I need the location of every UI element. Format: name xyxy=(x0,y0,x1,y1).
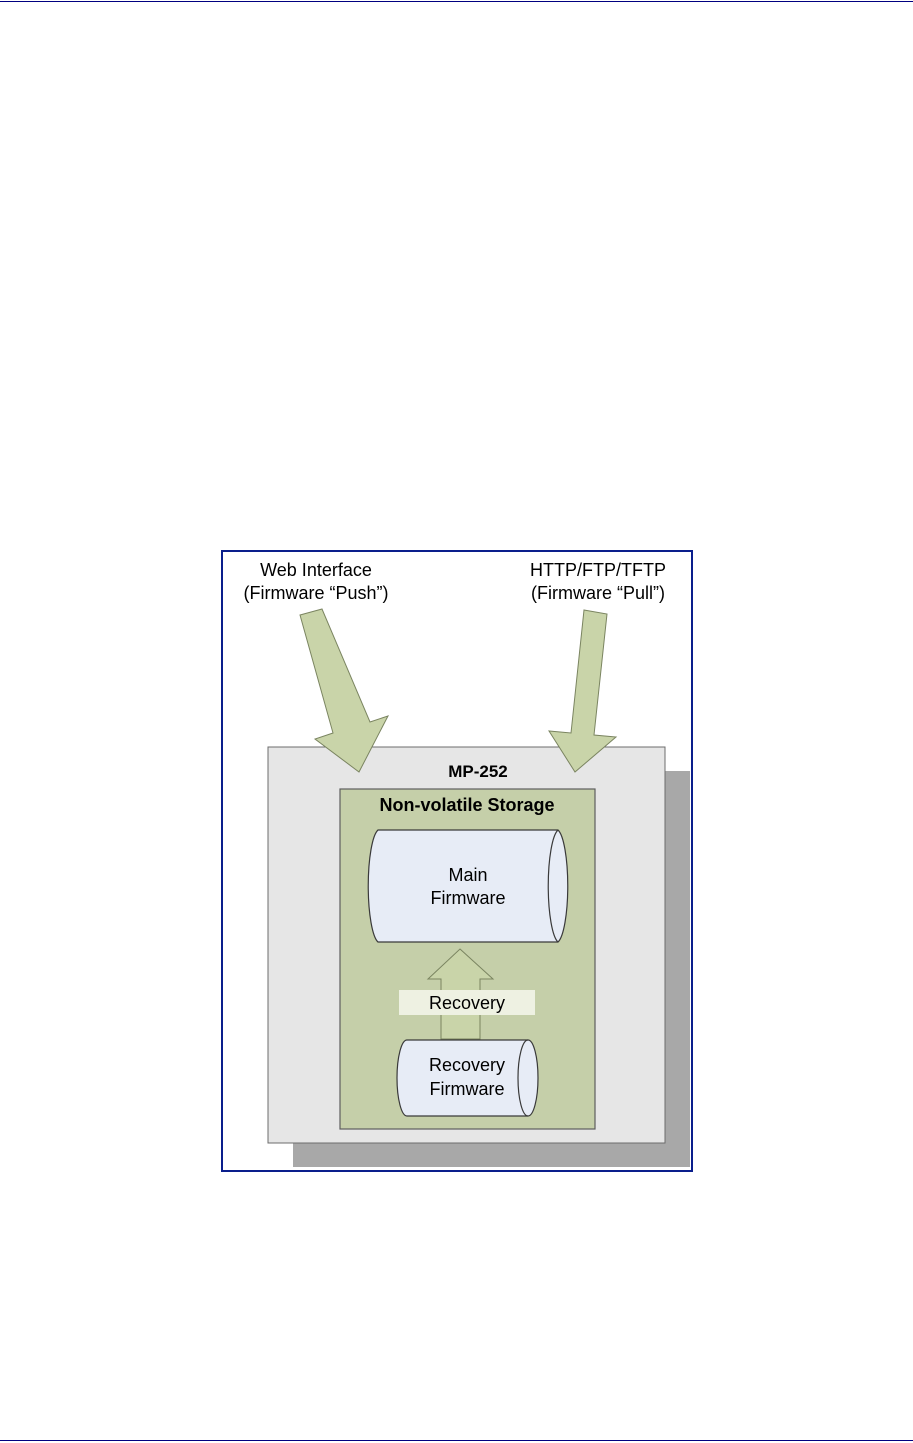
main-firmware-label-line2: Firmware xyxy=(431,888,506,908)
http-ftp-tftp-label-line1: HTTP/FTP/TFTP xyxy=(530,560,666,580)
firmware-upgrade-diagram: MP-252 Non-volatile Storage Main Firmwar… xyxy=(221,550,693,1172)
main-firmware-cylinder-body xyxy=(368,830,568,942)
main-firmware-cylinder: Main Firmware xyxy=(368,830,568,942)
device-title: MP-252 xyxy=(448,762,508,781)
recovery-firmware-cylinder-body xyxy=(397,1040,538,1116)
header-rule xyxy=(0,1,913,2)
recovery-firmware-label-line1: Recovery xyxy=(429,1055,505,1075)
storage-title: Non-volatile Storage xyxy=(379,795,554,815)
footer-rule xyxy=(0,1440,913,1441)
diagram-canvas: MP-252 Non-volatile Storage Main Firmwar… xyxy=(223,552,691,1170)
web-interface-label-line2: (Firmware “Push”) xyxy=(243,583,388,603)
recovery-firmware-label-line2: Firmware xyxy=(430,1079,505,1099)
web-interface-label-line1: Web Interface xyxy=(260,560,372,580)
http-ftp-tftp-label-line2: (Firmware “Pull”) xyxy=(531,583,665,603)
recovery-label: Recovery xyxy=(429,993,505,1013)
recovery-firmware-cylinder: Recovery Firmware xyxy=(397,1040,538,1116)
main-firmware-label-line1: Main xyxy=(448,865,487,885)
